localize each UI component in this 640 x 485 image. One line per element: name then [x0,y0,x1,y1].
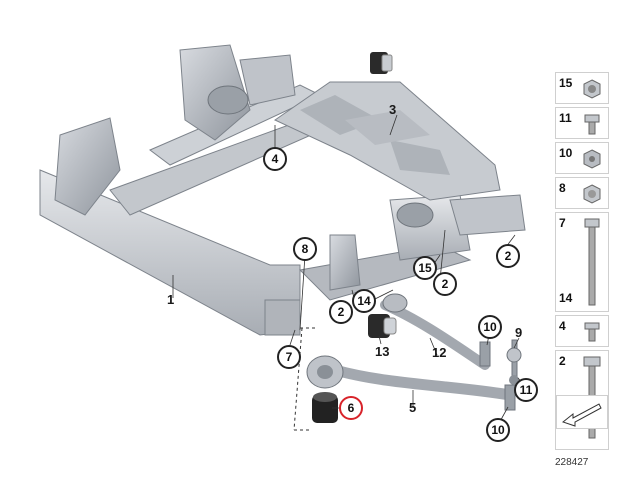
document-number: 228427 [555,457,589,468]
callout-4: 4 [263,147,287,171]
shear-plate [273,81,501,201]
callout-14: 14 [352,289,376,313]
callout-8: 8 [293,237,317,261]
direction-arrow-box [556,395,608,429]
long-bolt-icon [584,218,600,306]
legend-label-2: 2 [559,354,566,368]
legend-label-14: 14 [559,291,573,305]
legend-label-4: 4 [559,319,566,333]
legend-label-7: 7 [559,216,566,230]
control-arm-5 [306,355,516,411]
callout-2a: 2 [329,300,353,324]
callout-5: 5 [409,400,417,415]
flange-nut-icon [583,79,601,99]
control-arm-12 [380,293,491,370]
legend-label-10: 10 [559,146,573,160]
callout-2c: 2 [496,244,520,268]
callout-13: 13 [375,344,390,359]
bushing-13 [368,314,397,338]
legend-label-11: 11 [559,111,572,125]
bracket-15 [370,52,393,74]
callout-12: 12 [432,345,447,360]
callout-7: 7 [277,345,301,369]
hex-bolt-icon [584,114,600,135]
callout-9: 9 [515,325,523,340]
legend-item-7-14: 7 14 [555,212,609,312]
callout-3: 3 [389,102,397,117]
legend-item-15: 15 [555,72,609,104]
callout-6: 6 [339,396,363,420]
short-bolt-icon [584,322,600,342]
legend-item-8: 8 [555,177,609,209]
fastener-legend: 15 11 10 8 7 14 4 2 [555,72,609,453]
callout-10a: 10 [478,315,502,339]
bracket-dashes [293,327,318,431]
lock-nut-icon [583,149,601,169]
bushing-6 [312,392,338,423]
callout-10b: 10 [486,418,510,442]
arrow-icon [561,403,602,427]
legend-item-4: 4 [555,315,609,347]
callout-1: 1 [167,292,175,307]
stabilizer-link [506,339,522,385]
legend-label-15: 15 [559,76,573,90]
legend-label-8: 8 [559,181,566,195]
callout-15: 15 [413,256,437,280]
legend-item-11: 11 [555,107,609,139]
hex-nut-icon [583,184,601,204]
subframe [39,44,526,336]
legend-item-10: 10 [555,142,609,174]
callout-11: 11 [514,378,538,402]
callout-2b: 2 [433,272,457,296]
